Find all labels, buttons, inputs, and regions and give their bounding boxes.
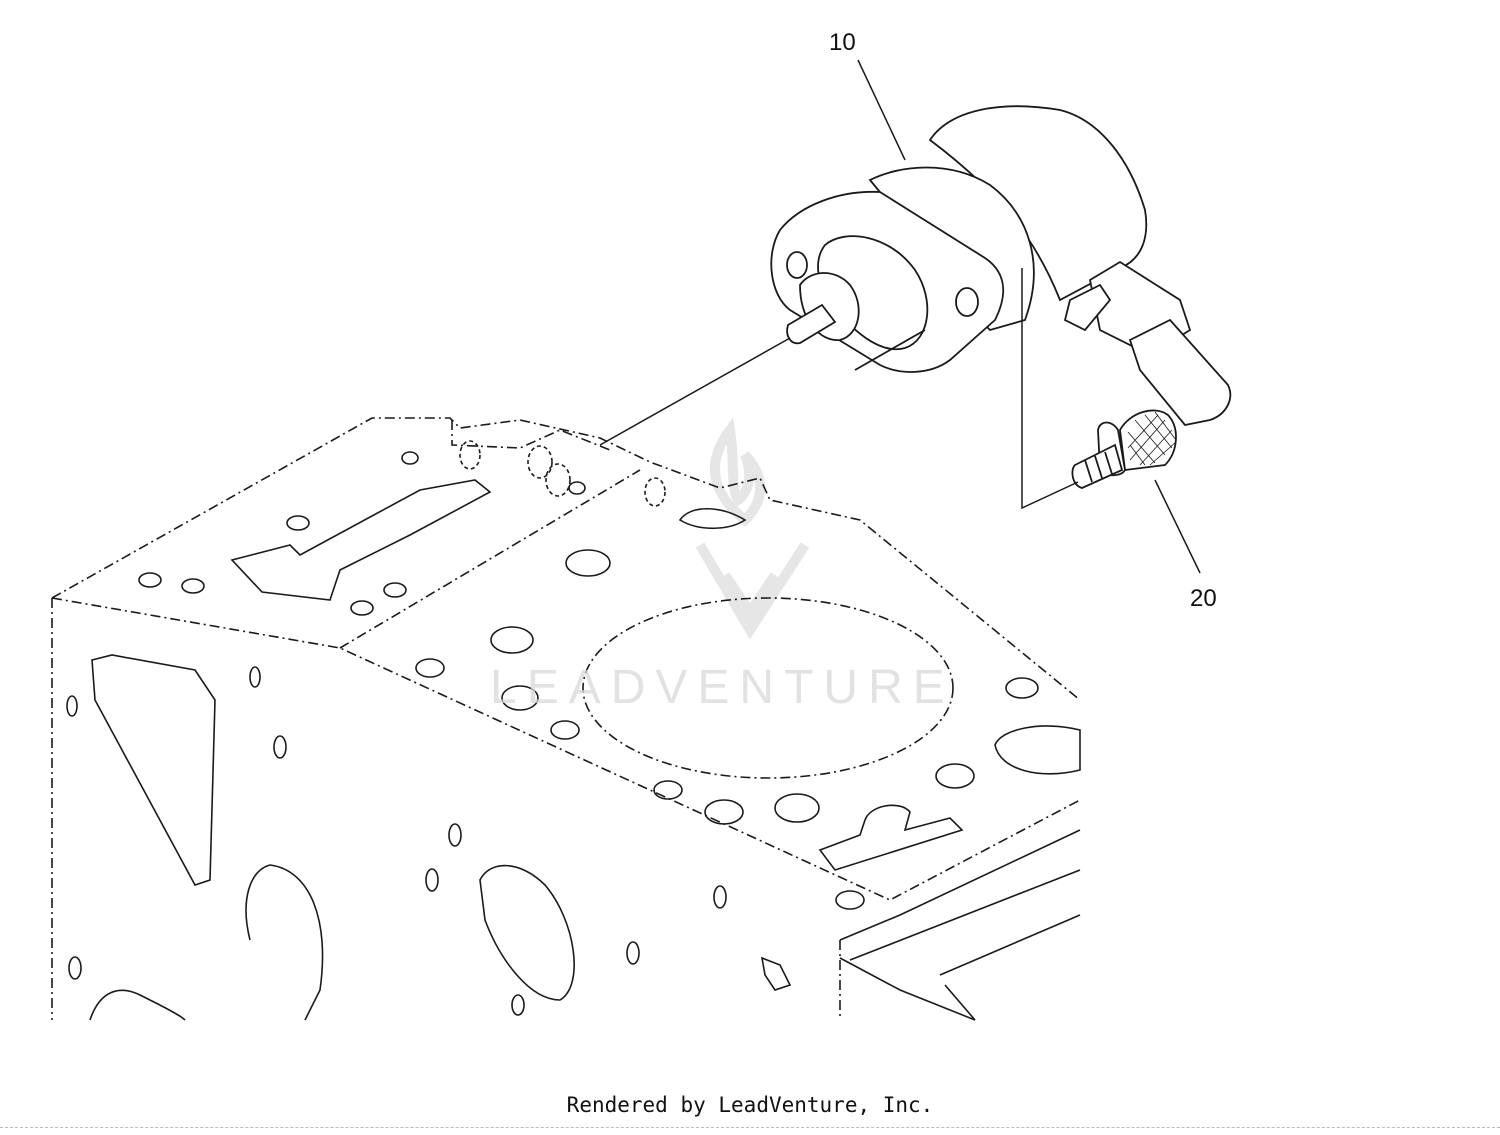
cylinder-bore (582, 597, 954, 779)
footer-divider (0, 1127, 1500, 1128)
screw-part-20[interactable] (1071, 409, 1177, 489)
callout-label-10[interactable]: 10 (829, 29, 856, 56)
callout-label-20[interactable]: 20 (1190, 585, 1217, 612)
watermark-text: LEADVENTURE (490, 661, 955, 714)
watermark-logo (695, 417, 810, 640)
leader-lines (599, 59, 1201, 574)
solenoid-part-10[interactable] (770, 105, 1232, 426)
engine-block (51, 417, 1081, 1020)
block-holes (66, 440, 1039, 1016)
footer-credit: Rendered by LeadVenture, Inc. (566, 1093, 934, 1117)
block-solid-edges (89, 479, 1081, 1021)
